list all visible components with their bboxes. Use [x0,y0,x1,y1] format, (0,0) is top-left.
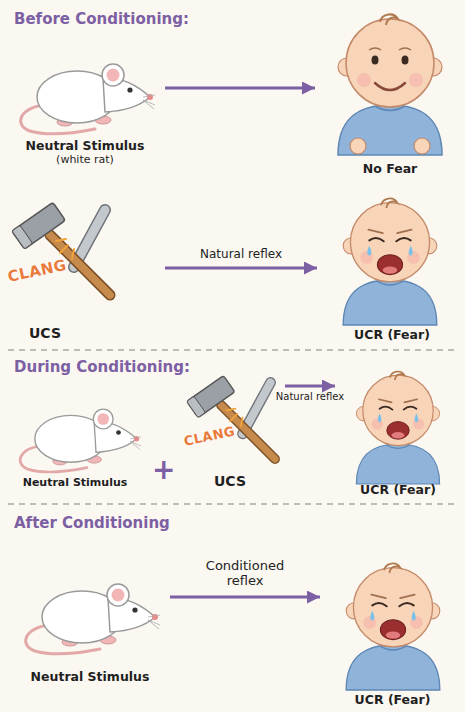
reflex-arrow [165,87,315,90]
reflex-arrow [170,596,320,599]
crying-infant [346,563,440,690]
section-divider [8,503,457,505]
hammer-figure [187,376,275,459]
plus-sign: + [152,456,175,484]
section-heading: During Conditioning: [14,358,190,376]
node-caption: UCR (Fear) [355,692,431,708]
node-caption: UCR (Fear) [354,327,430,343]
infant-figure: No Fear [320,5,460,177]
stimulus-figure: Neutral Stimulus(white rat) [10,45,160,167]
section-heading: After Conditioning [14,514,170,532]
sound-effect: CLANG [6,256,68,286]
infant-figure: UCR (Fear) [325,555,460,708]
edge-label: Natural reflex [200,247,282,261]
reflex-arrow [165,267,317,270]
stimulus-figure: Neutral Stimulus [15,560,165,685]
section-heading: Before Conditioning: [14,10,189,28]
crying-infant [356,372,439,484]
stimulus-figure: Neutral Stimulus [10,392,140,490]
node-caption: No Fear [363,161,418,177]
happy-infant [338,14,442,155]
edge-label: Conditioned reflex [190,558,300,589]
node-caption: Neutral Stimulus [31,669,150,685]
rat-figure [20,409,141,472]
infant-figure: UCR (Fear) [322,190,462,343]
node-caption: UCS [214,473,246,490]
crying-infant [343,198,437,325]
edge-label: Natural reflex [276,391,344,403]
sound-effect: CLANG [182,423,236,448]
node-caption: Neutral Stimulus [26,138,145,154]
node-caption: (white rat) [56,153,114,167]
rat-figure [21,64,155,134]
rat-figure [26,584,160,654]
reflex-arrow [285,385,335,388]
section-divider [8,349,457,351]
infant-figure: UCR (Fear) [338,364,458,498]
node-caption: Neutral Stimulus [23,476,128,490]
node-caption: UCS [29,325,61,342]
node-caption: UCR (Fear) [360,482,436,498]
